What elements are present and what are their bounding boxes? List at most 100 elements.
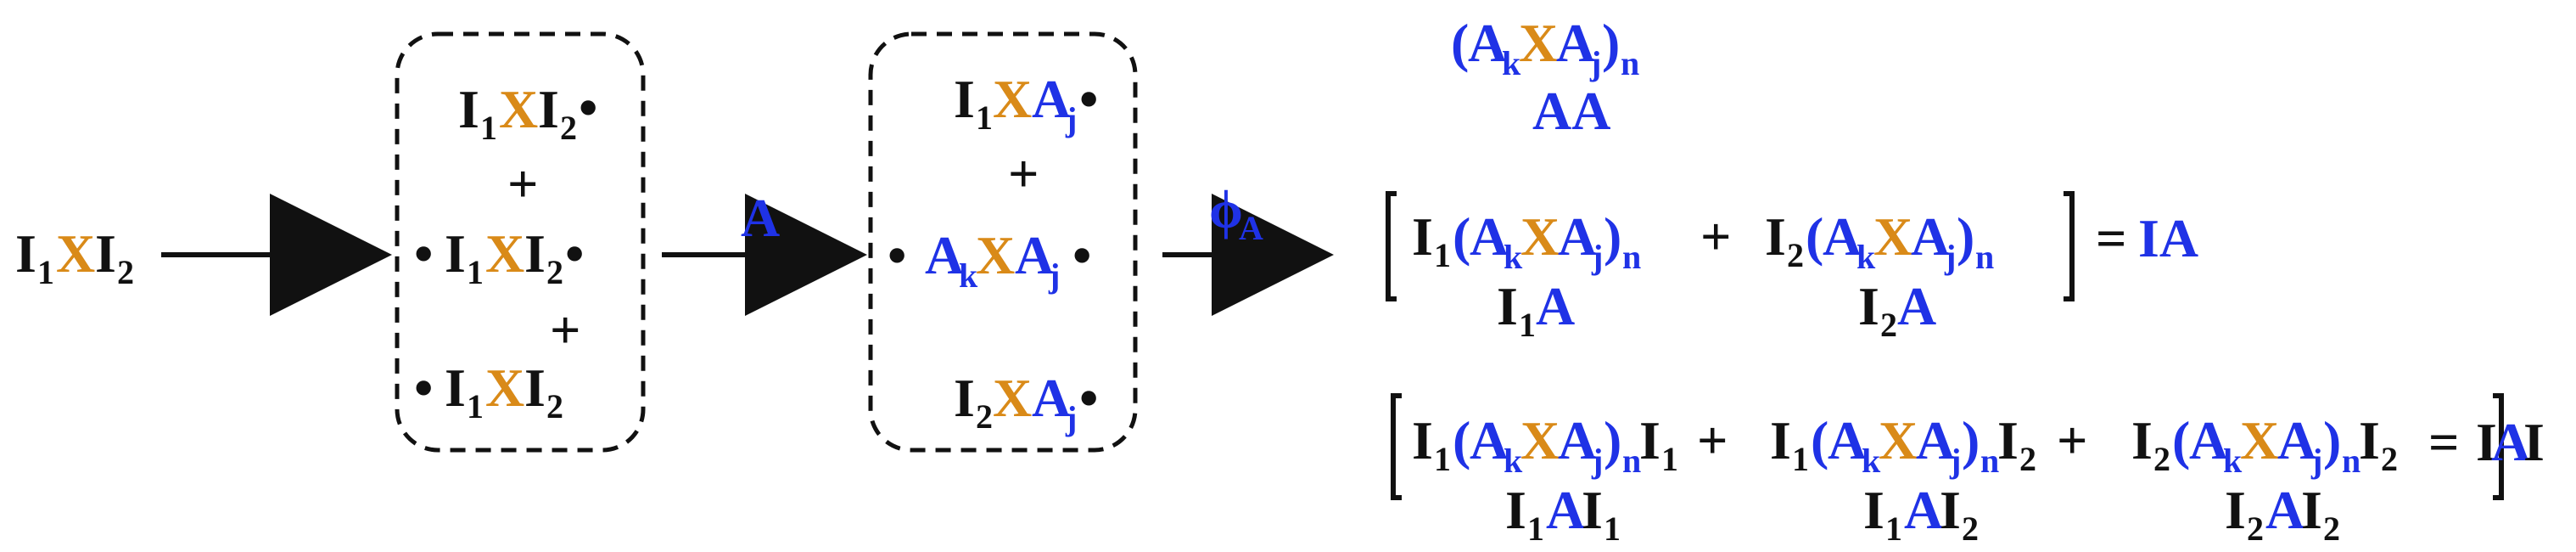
svg-text:I: I <box>2476 412 2497 472</box>
svg-text:•: • <box>1079 368 1098 428</box>
box2-species-3: I 2 X A j • <box>954 368 1098 437</box>
svg-text:I: I <box>15 223 36 284</box>
svg-text:): ) <box>1957 206 1974 267</box>
label-iai: I A I <box>2476 412 2545 472</box>
svg-text:1: 1 <box>1885 510 1902 548</box>
svg-text:I: I <box>954 368 975 428</box>
svg-text:•: • <box>1072 225 1091 285</box>
svg-text:A: A <box>1546 480 1585 540</box>
svg-text:I: I <box>1497 276 1518 336</box>
box2-species-2: • A k X A j • <box>888 225 1091 295</box>
svg-text:X: X <box>499 79 538 139</box>
svg-text:j: j <box>1048 256 1060 295</box>
svg-text:A: A <box>1239 209 1263 247</box>
svg-text:A: A <box>2491 412 2530 472</box>
svg-text:A: A <box>1032 368 1071 428</box>
svg-text:1: 1 <box>1604 510 1621 548</box>
svg-text:2: 2 <box>1880 306 1897 344</box>
svg-text:ϕ: ϕ <box>1209 179 1243 239</box>
svg-text:j: j <box>1944 238 1956 276</box>
svg-text:I: I <box>458 79 479 139</box>
svg-text:j: j <box>1949 442 1961 480</box>
svg-text:A: A <box>1468 13 1507 73</box>
box1-plus-2: + <box>550 300 580 360</box>
svg-text:n: n <box>1622 442 1641 480</box>
svg-text:1: 1 <box>1527 510 1544 548</box>
svg-text:I: I <box>1765 206 1786 267</box>
svg-text:I: I <box>524 358 546 418</box>
svg-text:n: n <box>1980 442 1999 480</box>
svg-text:A: A <box>1911 206 1950 267</box>
svg-text:2: 2 <box>546 387 563 425</box>
svg-text:A: A <box>1904 480 1943 540</box>
right-bracket-1 <box>2064 191 2075 301</box>
svg-text:2: 2 <box>1962 510 1979 548</box>
svg-text:j: j <box>1589 44 1601 82</box>
svg-text:(: ( <box>1453 410 1470 470</box>
svg-text:A: A <box>1558 410 1597 470</box>
reactant-i1xi2: I 1 X I 2 <box>15 223 134 291</box>
svg-text:A: A <box>1536 276 1575 336</box>
svg-text:k: k <box>1856 238 1876 276</box>
svg-text:X: X <box>1519 13 1558 73</box>
svg-text:•: • <box>414 358 433 418</box>
svg-text:k: k <box>959 256 978 295</box>
svg-text:n: n <box>1622 238 1641 276</box>
svg-text:1: 1 <box>37 253 54 291</box>
svg-text:A: A <box>2189 410 2228 470</box>
svg-text:2: 2 <box>2153 440 2170 478</box>
box1-plus-1: + <box>507 154 538 214</box>
svg-text:): ) <box>1604 410 1621 470</box>
svg-text:I: I <box>1997 410 2019 470</box>
label-ia: IA <box>2138 208 2198 268</box>
dashed-box-2 <box>868 31 1138 453</box>
svg-text:n: n <box>1621 44 1639 82</box>
svg-text:2: 2 <box>1787 236 1804 274</box>
svg-text:j: j <box>1591 442 1603 480</box>
svg-text:A: A <box>2265 480 2304 540</box>
svg-text:I: I <box>445 358 466 418</box>
svg-text:A: A <box>1828 410 1867 470</box>
label-i1ai2: I 1 A I 2 <box>1863 480 1979 548</box>
svg-text:I: I <box>2301 480 2322 540</box>
box2-species-1: I 1 X A j • <box>954 69 1098 138</box>
top-polymer-formula: ( A k X A j ) n <box>1451 13 1639 82</box>
bracket-group-2: I 1 ( A k X A j ) n I 1 + I 1 ( A k X A … <box>1391 393 2504 500</box>
left-bracket-1 <box>1386 191 1397 301</box>
svg-text:1: 1 <box>976 99 993 137</box>
svg-text:+: + <box>1700 206 1731 267</box>
svg-text:X: X <box>2240 410 2279 470</box>
svg-text:I: I <box>1858 276 1879 336</box>
label-i2a: I 2 A <box>1858 276 1936 344</box>
svg-text:2: 2 <box>976 397 993 436</box>
box1-species-3: • I 1 X I 2 <box>414 358 563 425</box>
svg-text:k: k <box>1504 442 1523 480</box>
left-bracket-2 <box>1391 393 1402 500</box>
svg-text:X: X <box>1520 410 1560 470</box>
svg-text:): ) <box>2323 410 2341 470</box>
arrow-label-phi: ϕ A <box>1209 179 1263 247</box>
svg-text:X: X <box>993 368 1032 428</box>
svg-text:k: k <box>1504 238 1523 276</box>
svg-text:A: A <box>925 225 964 285</box>
svg-text:X: X <box>1873 206 1912 267</box>
box2-plus: + <box>1008 144 1039 204</box>
svg-text:1: 1 <box>1792 440 1809 478</box>
label-i1ai1: I 1 A I 1 <box>1505 480 1621 548</box>
svg-text:I: I <box>1770 410 1791 470</box>
svg-text:X: X <box>1520 206 1560 267</box>
svg-text:A: A <box>1556 13 1595 73</box>
dashed-box-1 <box>395 31 646 453</box>
svg-text:2: 2 <box>2019 440 2036 478</box>
svg-text:1: 1 <box>480 109 497 147</box>
svg-text:1: 1 <box>1661 440 1678 478</box>
svg-text:n: n <box>1975 238 1994 276</box>
svg-text:1: 1 <box>467 253 484 291</box>
svg-text:I: I <box>1412 410 1433 470</box>
svg-text:I: I <box>954 69 975 129</box>
svg-text:A: A <box>1823 206 1862 267</box>
svg-text:j: j <box>1065 100 1077 138</box>
svg-text:A: A <box>1470 206 1509 267</box>
svg-text:I: I <box>2225 480 2246 540</box>
